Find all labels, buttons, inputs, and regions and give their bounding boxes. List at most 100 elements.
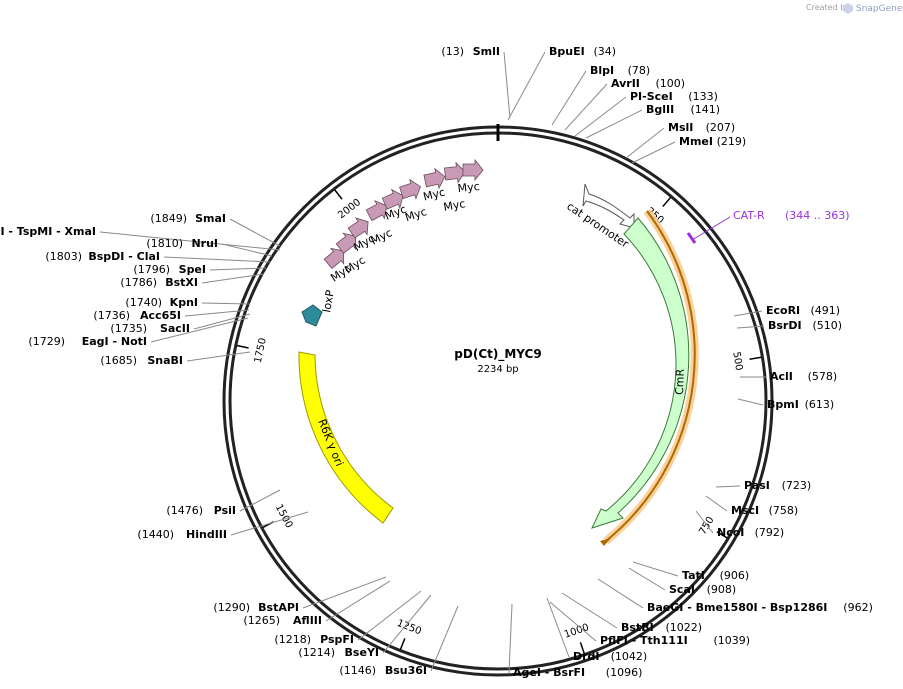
site-position: (141) [691,103,721,116]
site-bsu36i[interactable]: Bsu36I(1146) [339,605,459,677]
cat-r-arrowhead [600,538,611,546]
site-name: AclI [770,370,793,383]
site-bseyi[interactable]: BseYI(1214) [298,594,432,659]
myc-arrow[interactable] [443,161,466,184]
site-name: SacII [160,322,190,335]
cat-r-leader [691,216,731,241]
cat-promoter-arrow[interactable] [582,183,635,229]
cmr-arrow[interactable] [591,217,690,529]
site-name: AvaI - BsoBI - TspMI - XmaI [0,225,96,238]
site-position: (1146) [339,664,376,677]
site-spei[interactable]: SpeI(1796) [133,263,267,276]
site-kpni[interactable]: KpnI (1740) [125,296,251,309]
myc-arrow[interactable] [346,214,374,242]
loxp-arrow[interactable] [301,304,323,327]
site-smai[interactable]: SmaI(1849) [150,212,281,247]
site-name: PsiI [214,504,236,517]
site-pspfi[interactable]: PspFI (1218) [274,590,422,646]
myc-arrow[interactable] [322,243,350,271]
site-position: (1039) [714,634,751,647]
site-name: MmeI [679,135,713,148]
site-position: (578) [808,370,838,383]
site-hindiii[interactable]: HindIII (1440) [137,511,309,541]
site-position: (962) [843,601,873,614]
cat-promoter-label: cat promoter [564,200,631,251]
site-mmei[interactable]: MmeI (219) [631,135,747,164]
site-eagi[interactable]: EagI - NotI(1729) [28,317,249,348]
site-ecori[interactable]: EcoRI(491) [733,304,841,317]
plasmid-length: 2234 bp [477,364,518,375]
site-msci[interactable]: MscI(758) [705,495,799,517]
site-position: (1736) [93,309,130,322]
site-blpi[interactable]: BlpI(78) [551,64,650,126]
site-position: (219) [717,135,747,148]
site-position: (758) [769,504,799,517]
site-bstapi[interactable]: BstAPI(1290) [213,576,387,614]
site-avai[interactable]: AvaI - BsoBI - TspMI - XmaI(1847) [0,225,281,251]
site-position: (792) [755,526,785,539]
site-bpuei[interactable]: BpuEI(34) [507,45,616,121]
site-position: (133) [688,90,718,103]
myc-arrow[interactable] [398,177,423,202]
myc-arrow[interactable] [364,197,391,224]
myc-label: Myc [422,186,447,204]
site-name: PasI [744,479,770,492]
myc-arrow[interactable] [381,186,407,212]
site-pi-scei[interactable]: PI-SceI (133) [574,90,718,137]
site-agei[interactable]: AgeI - BsrFI(1096) [508,603,642,679]
site-pasi[interactable]: PasI(723) [715,479,811,492]
ruler-tick [749,356,762,360]
site-scai[interactable]: ScaI(908) [628,567,737,596]
site-avrii[interactable]: AvrII(100) [564,77,685,131]
ruler-tick-label: 2000 [336,197,363,221]
site-position: (613) [805,398,835,411]
site-bspdi[interactable]: BspDI - ClaI(1803) [45,250,271,263]
site-name: PI-SceI [630,90,673,103]
myc-arrow[interactable] [423,167,447,191]
site-baegi[interactable]: BaeGI - Bme1580I - Bsp1286I (962) [597,578,873,614]
site-acc65i[interactable]: Acc65I(1736) [93,309,250,322]
ruler-tick-label: 500 [730,351,744,372]
site-position: (207) [706,121,736,134]
site-name: AvrII [611,77,640,90]
site-snabi[interactable]: SnaBI(1685) [100,351,251,367]
site-tati[interactable]: TatI(906) [632,561,749,582]
site-bglii[interactable]: BglII(141) [585,103,721,139]
myc-arrow[interactable] [334,228,362,256]
site-pflfi[interactable]: PflFI - Tth111I(1039) [549,601,751,647]
site-ncoi[interactable]: NcoI (792) [695,510,785,539]
site-nrui[interactable]: NruI (1810) [146,237,273,257]
site-position: (1218) [274,633,311,646]
r6k-ori-arrow[interactable] [298,351,394,524]
site-position: (1685) [100,354,137,367]
site-bstxi[interactable]: BstXI(1786) [120,273,265,289]
site-afliii[interactable]: AflIII(1265) [243,580,391,627]
site-name: KpnI [170,296,198,309]
site-name: BaeGI - Bme1580I - Bsp1286I [647,601,827,614]
site-drdi[interactable]: DrdI(1042) [546,597,647,663]
site-position: (491) [811,304,841,317]
site-name: HindIII [186,528,227,541]
ruler-tick [662,196,672,207]
cat-r-mark [686,232,697,244]
cat-r-primer[interactable]: CAT-R (344 .. 363) [686,209,850,244]
site-name: PspFI [320,633,354,646]
site-bstbi[interactable]: BstBI(1022) [561,592,702,634]
site-name: NcoI [717,526,744,539]
site-sacii[interactable]: SacII(1735) [110,313,251,335]
site-position: (908) [707,583,737,596]
site-position: (1440) [137,528,174,541]
site-position: (1290) [213,601,250,614]
site-smli[interactable]: SmlI(13) [441,45,511,119]
loxp-label: loxP [320,289,337,314]
site-name: BsrDI [768,319,802,332]
site-bsrdi[interactable]: BsrDI(510) [736,319,842,332]
site-position: (1740) [125,296,162,309]
site-acli[interactable]: AclI (578) [740,370,837,383]
site-psii[interactable]: PsiI(1476) [166,489,281,517]
site-position: (1810) [146,237,183,250]
myc-arrow[interactable] [462,158,484,182]
site-name: NruI [191,237,218,250]
site-msli[interactable]: MslI(207) [625,121,736,159]
site-bpmi[interactable]: BpmI(613) [737,398,835,411]
